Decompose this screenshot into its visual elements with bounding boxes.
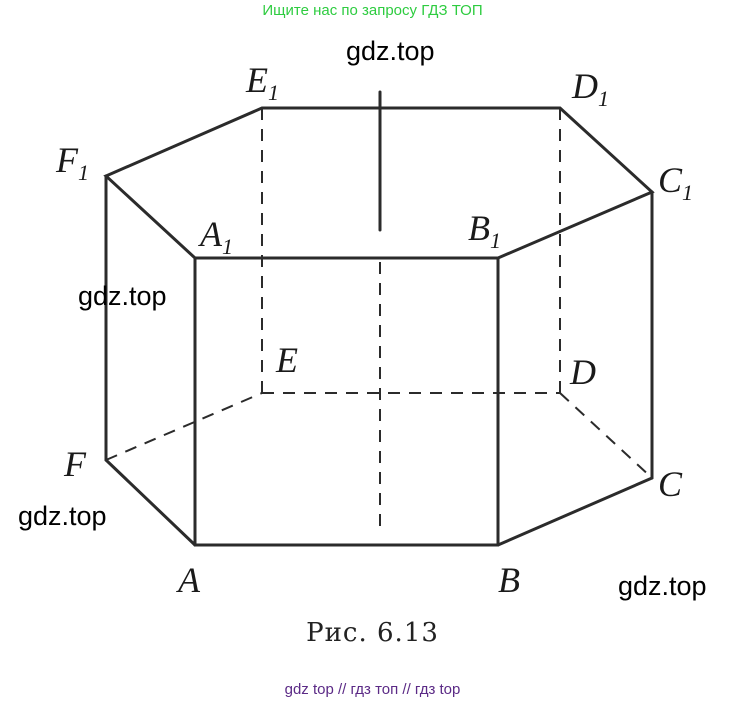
vertex-label-F1: F1 [55, 140, 89, 185]
watermark-top: gdz.top [346, 36, 435, 66]
edge-DC [559, 392, 653, 479]
vertex-label-E1: E1 [245, 60, 279, 105]
watermark-left: gdz.top [78, 281, 167, 311]
figure-caption: Рис. 6.13 [306, 618, 439, 648]
edge-FE [105, 392, 263, 461]
watermark-bottom-left: gdz.top [18, 501, 107, 531]
vertex-label-D1: D1 [571, 66, 609, 111]
vertex-label-F: F [63, 444, 87, 484]
vertex-label-C: C [658, 464, 683, 504]
vertex-label-A: A [176, 560, 201, 600]
vertex-label-A1: A1 [198, 214, 233, 259]
footer-links[interactable]: gdz top // гдз топ // гдз top [284, 681, 461, 698]
vertex-label-B1: B1 [468, 208, 501, 253]
top-banner[interactable]: Ищите нас по запросу ГДЗ ТОП [262, 2, 483, 19]
edge-BC [496, 476, 654, 547]
watermark-bottom-right: gdz.top [618, 571, 707, 601]
edge-FA [104, 458, 197, 547]
vertex-label-D: D [569, 352, 596, 392]
vertex-label-E: E [275, 340, 298, 380]
vertex-label-C1: C1 [658, 160, 693, 205]
vertex-label-B: B [498, 560, 520, 600]
